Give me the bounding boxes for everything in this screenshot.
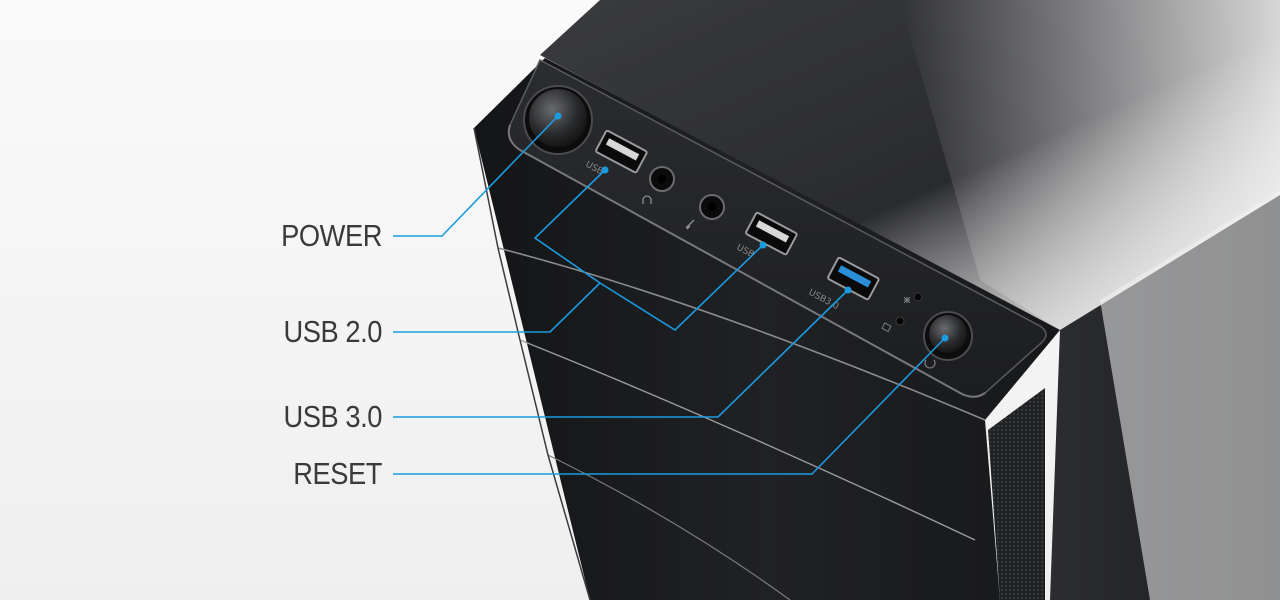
microphone-jack-icon — [685, 219, 695, 230]
reset-label: RESET — [293, 456, 382, 491]
usb3-callout-line — [393, 289, 849, 418]
hdd-led — [913, 292, 923, 302]
io-panel-lip — [507, 124, 986, 398]
usb2-callout-line — [393, 282, 601, 333]
microphone-jack[interactable] — [699, 194, 725, 220]
headphone-jack[interactable] — [649, 166, 675, 192]
bezel-highlight-2 — [519, 339, 976, 541]
hdd-led-icon — [903, 296, 911, 304]
headphone-jack-icon — [642, 195, 652, 204]
reset-callout-line — [393, 337, 946, 475]
power-callout-dot — [554, 112, 562, 120]
usb2-callout-branch-2 — [599, 244, 764, 332]
reset-callout-dot — [941, 334, 949, 342]
side-mesh-vent — [988, 388, 1045, 600]
power-led-icon — [881, 322, 892, 333]
usb2-callout-branch — [533, 169, 606, 284]
usb2-label: USB 2.0 — [283, 314, 382, 349]
side-fade-overlay — [1100, 190, 1280, 600]
callout-lines — [393, 115, 946, 475]
callout-dots — [554, 112, 949, 342]
usb2-callout-dot-left — [601, 166, 609, 174]
top-fade-overlay — [900, 0, 1280, 330]
usb3-callout-dot — [844, 286, 852, 294]
usb2-port-left[interactable] — [595, 129, 648, 174]
usb3-label: USB 3.0 — [283, 399, 382, 434]
power-button[interactable] — [523, 85, 593, 155]
bezel-highlight-3 — [547, 454, 791, 600]
power-callout-line — [393, 115, 559, 237]
reset-button-icon — [924, 359, 936, 369]
power-label: POWER — [281, 218, 382, 253]
usb2-callout-dot-mid — [759, 241, 767, 249]
bezel-edge — [473, 127, 591, 600]
power-led — [895, 316, 905, 326]
bezel-highlight-1 — [497, 247, 986, 421]
